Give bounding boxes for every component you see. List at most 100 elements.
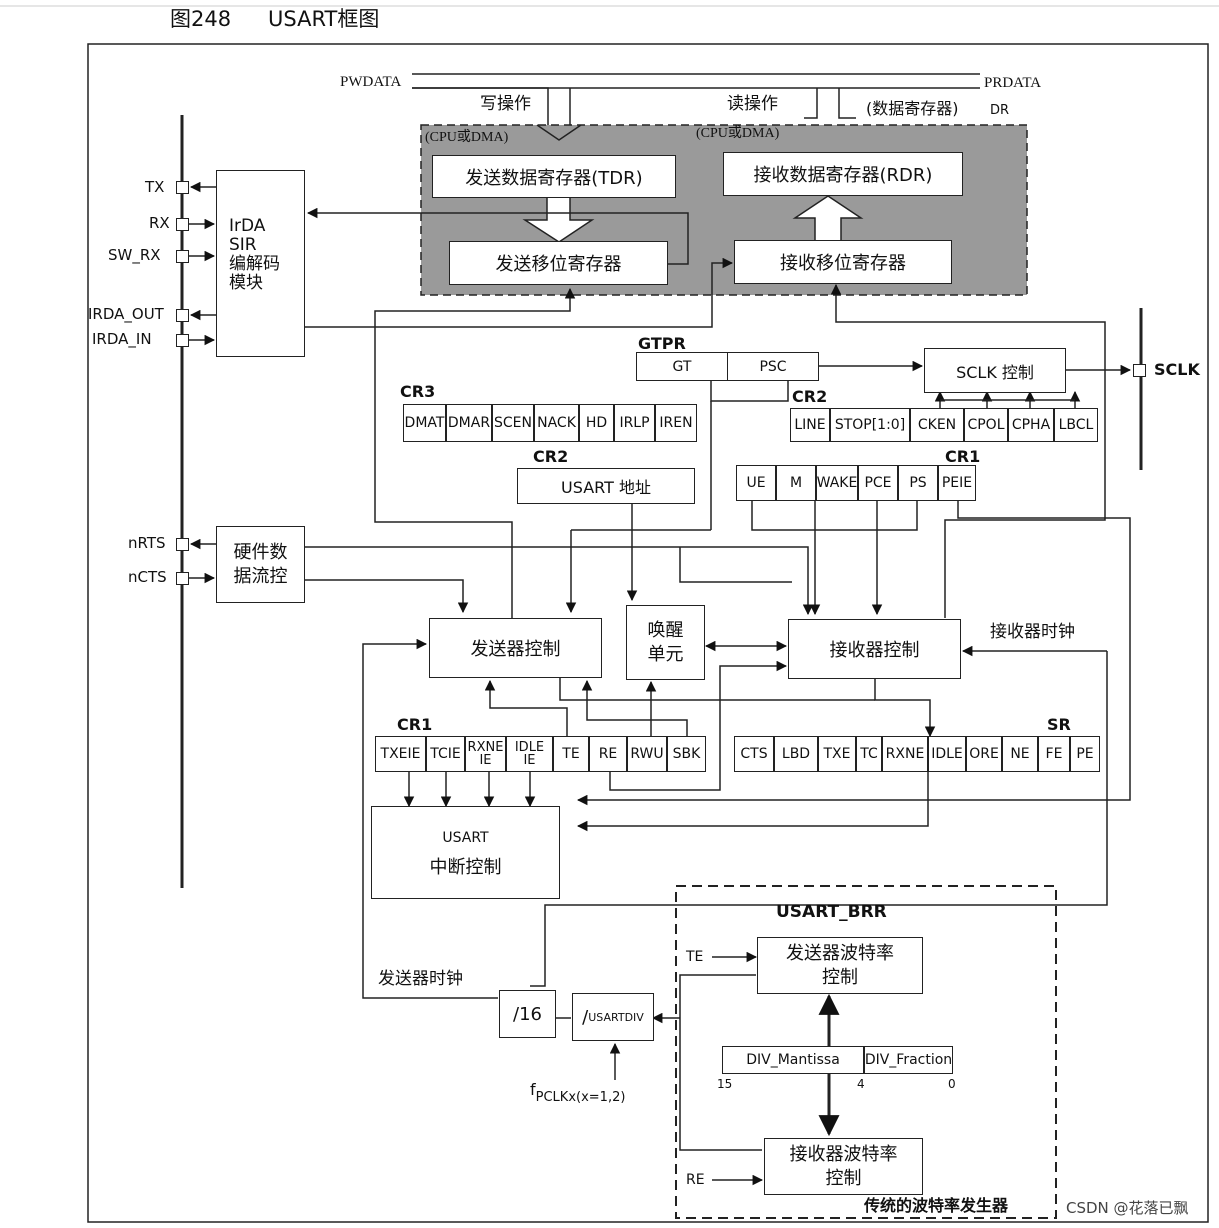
data-register-label: (数据寄存器) [866,99,959,118]
cr1-bit: UE [736,465,776,501]
sr-bit: CTS [734,736,774,772]
cr3-bit: HD [579,404,614,442]
bit-0-label: 0 [948,1077,956,1091]
cr2-addr-label: CR2 [533,447,569,466]
cr1-top-label: CR1 [945,447,981,466]
rdr-box: 接收数据寄存器(RDR) [723,152,963,196]
csdn-watermark: CSDN @花落已飘 [1066,1199,1189,1217]
usart-interrupt-control-block: USART 中断控制 [371,806,560,899]
write-operation-label: 写操作 [480,94,531,114]
sr-bit: NE [1002,736,1038,772]
rx-baud-line1: 接收器波特率 [789,1143,898,1165]
baud-generator-area [675,885,1057,1219]
read-operation-label: 读操作 [727,94,778,114]
cr1-bit-rxneie: RXNE IE [465,736,506,772]
bit-4-label: 4 [857,1077,865,1091]
fpclk-f: f [530,1080,536,1099]
sr-bit: TC [856,736,882,772]
cr3-bit: NACK [534,404,579,442]
prdata-label: PRDATA [984,75,1042,91]
pin-irda-in-label: IRDA_IN [92,330,152,348]
pwdata-label: PWDATA [340,74,402,90]
usart-address-box: USART 地址 [517,468,695,504]
flow-line1: 硬件数 [233,541,288,563]
cr1-bit-re: RE [589,736,627,772]
irda-line2: SIR [229,235,257,255]
cr2-bit: STOP[1:0] [830,408,910,442]
cr2-top-label: CR2 [792,387,828,406]
gtpr-psc-cell: PSC [727,352,819,381]
tx-baud-line1: 发送器波特率 [786,942,894,964]
usartdiv-block: /USARTDIV [572,993,654,1041]
gtpr-gt-cell: GT [636,352,728,381]
cr1-bit: PEIE [938,465,976,501]
fpclk-label: fPCLKx(x=1,2) [530,1080,625,1105]
sclk-control-block: SCLK 控制 [924,348,1066,393]
figure-title: USART框图 [268,7,380,31]
usartdiv-slash: / [582,1006,589,1028]
pin-rx-label: RX [149,214,170,232]
tx-shift-register-box: 发送移位寄存器 [449,241,668,285]
flow-line2: 据流控 [233,565,288,587]
rxneie-line2: IE [479,753,492,768]
baud-te-label: TE [686,949,704,965]
sr-label: SR [1047,715,1071,734]
cr1-bit: M [776,465,816,501]
cr1-bit: WAKE [816,465,858,501]
receiver-control-block: 接收器控制 [788,619,961,679]
pin-tx-label: TX [145,178,165,196]
transmitter-control-block: 发送器控制 [429,618,602,678]
sr-bit: ORE [966,736,1002,772]
irda-line3: 编解码 [229,254,280,274]
wake-line2: 单元 [647,643,684,665]
div-mantissa-cell: DIV_Mantissa [722,1046,864,1074]
sr-bit: FE [1038,736,1070,772]
pin-sw-rx-label: SW_RX [108,246,161,264]
cr3-bit: DMAR [446,404,492,442]
baud-re-label: RE [686,1172,705,1188]
pin-ncts-terminal [176,572,189,585]
cr1-bit-idleie: IDLE IE [506,736,553,772]
cr2-bit: CKEN [910,408,964,442]
rxneie-line1: RXNE [467,740,504,755]
sclk-pin-terminal [1133,364,1146,377]
bit-15-label: 15 [717,1077,733,1091]
cr3-bit: IREN [655,404,697,442]
div16-block: /16 [499,990,556,1038]
gtpr-label: GTPR [638,334,686,353]
cr2-bit: LBCL [1054,408,1098,442]
cr1-bit-te: TE [553,736,589,772]
cr3-bit: DMAT [403,404,446,442]
cr1-bit-tcie: TCIE [426,736,465,772]
transmitter-clock-label: 发送器时钟 [378,969,463,989]
pin-irda-out-label: IRDA_OUT [88,305,164,323]
hardware-flow-control-block: 硬件数 据流控 [216,526,305,603]
legacy-baud-generator-label: 传统的波特率发生器 [864,1196,1009,1215]
pin-ncts-label: nCTS [128,568,167,586]
figure-number: 图248 [170,7,232,31]
sr-bit: RXNE [882,736,928,772]
sr-bit: IDLE [928,736,966,772]
pin-nrts-label: nRTS [128,534,166,552]
pin-tx-terminal [176,181,189,194]
tdr-box: 发送数据寄存器(TDR) [432,155,676,198]
pin-irda-in-terminal [176,334,189,347]
cr2-bit: LINE [790,408,830,442]
cpu-dma-left-label: (CPU或DMA) [425,130,509,145]
usartdiv-text: USARTDIV [588,1010,644,1024]
wakeup-unit-block: 唤醒 单元 [626,605,705,680]
cr1-bottom-label: CR1 [397,715,433,734]
irda-sir-block: IrDA SIR 编解码 模块 [216,170,305,357]
tx-baud-line2: 控制 [822,966,858,988]
cr3-bit: IRLP [614,404,655,442]
idleie-line1: IDLE [514,740,545,755]
wake-line1: 唤醒 [647,619,684,641]
rx-baud-line2: 控制 [825,1167,862,1189]
rx-shift-register-box: 接收移位寄存器 [734,240,952,284]
receiver-clock-label: 接收器时钟 [990,622,1075,642]
interrupt-line2: 中断控制 [429,856,502,878]
dr-label: DR [990,103,1010,118]
rx-baud-control-block: 接收器波特率 控制 [764,1138,923,1195]
interrupt-line1: USART [442,829,489,846]
usart-brr-label: USART_BRR [776,902,887,922]
